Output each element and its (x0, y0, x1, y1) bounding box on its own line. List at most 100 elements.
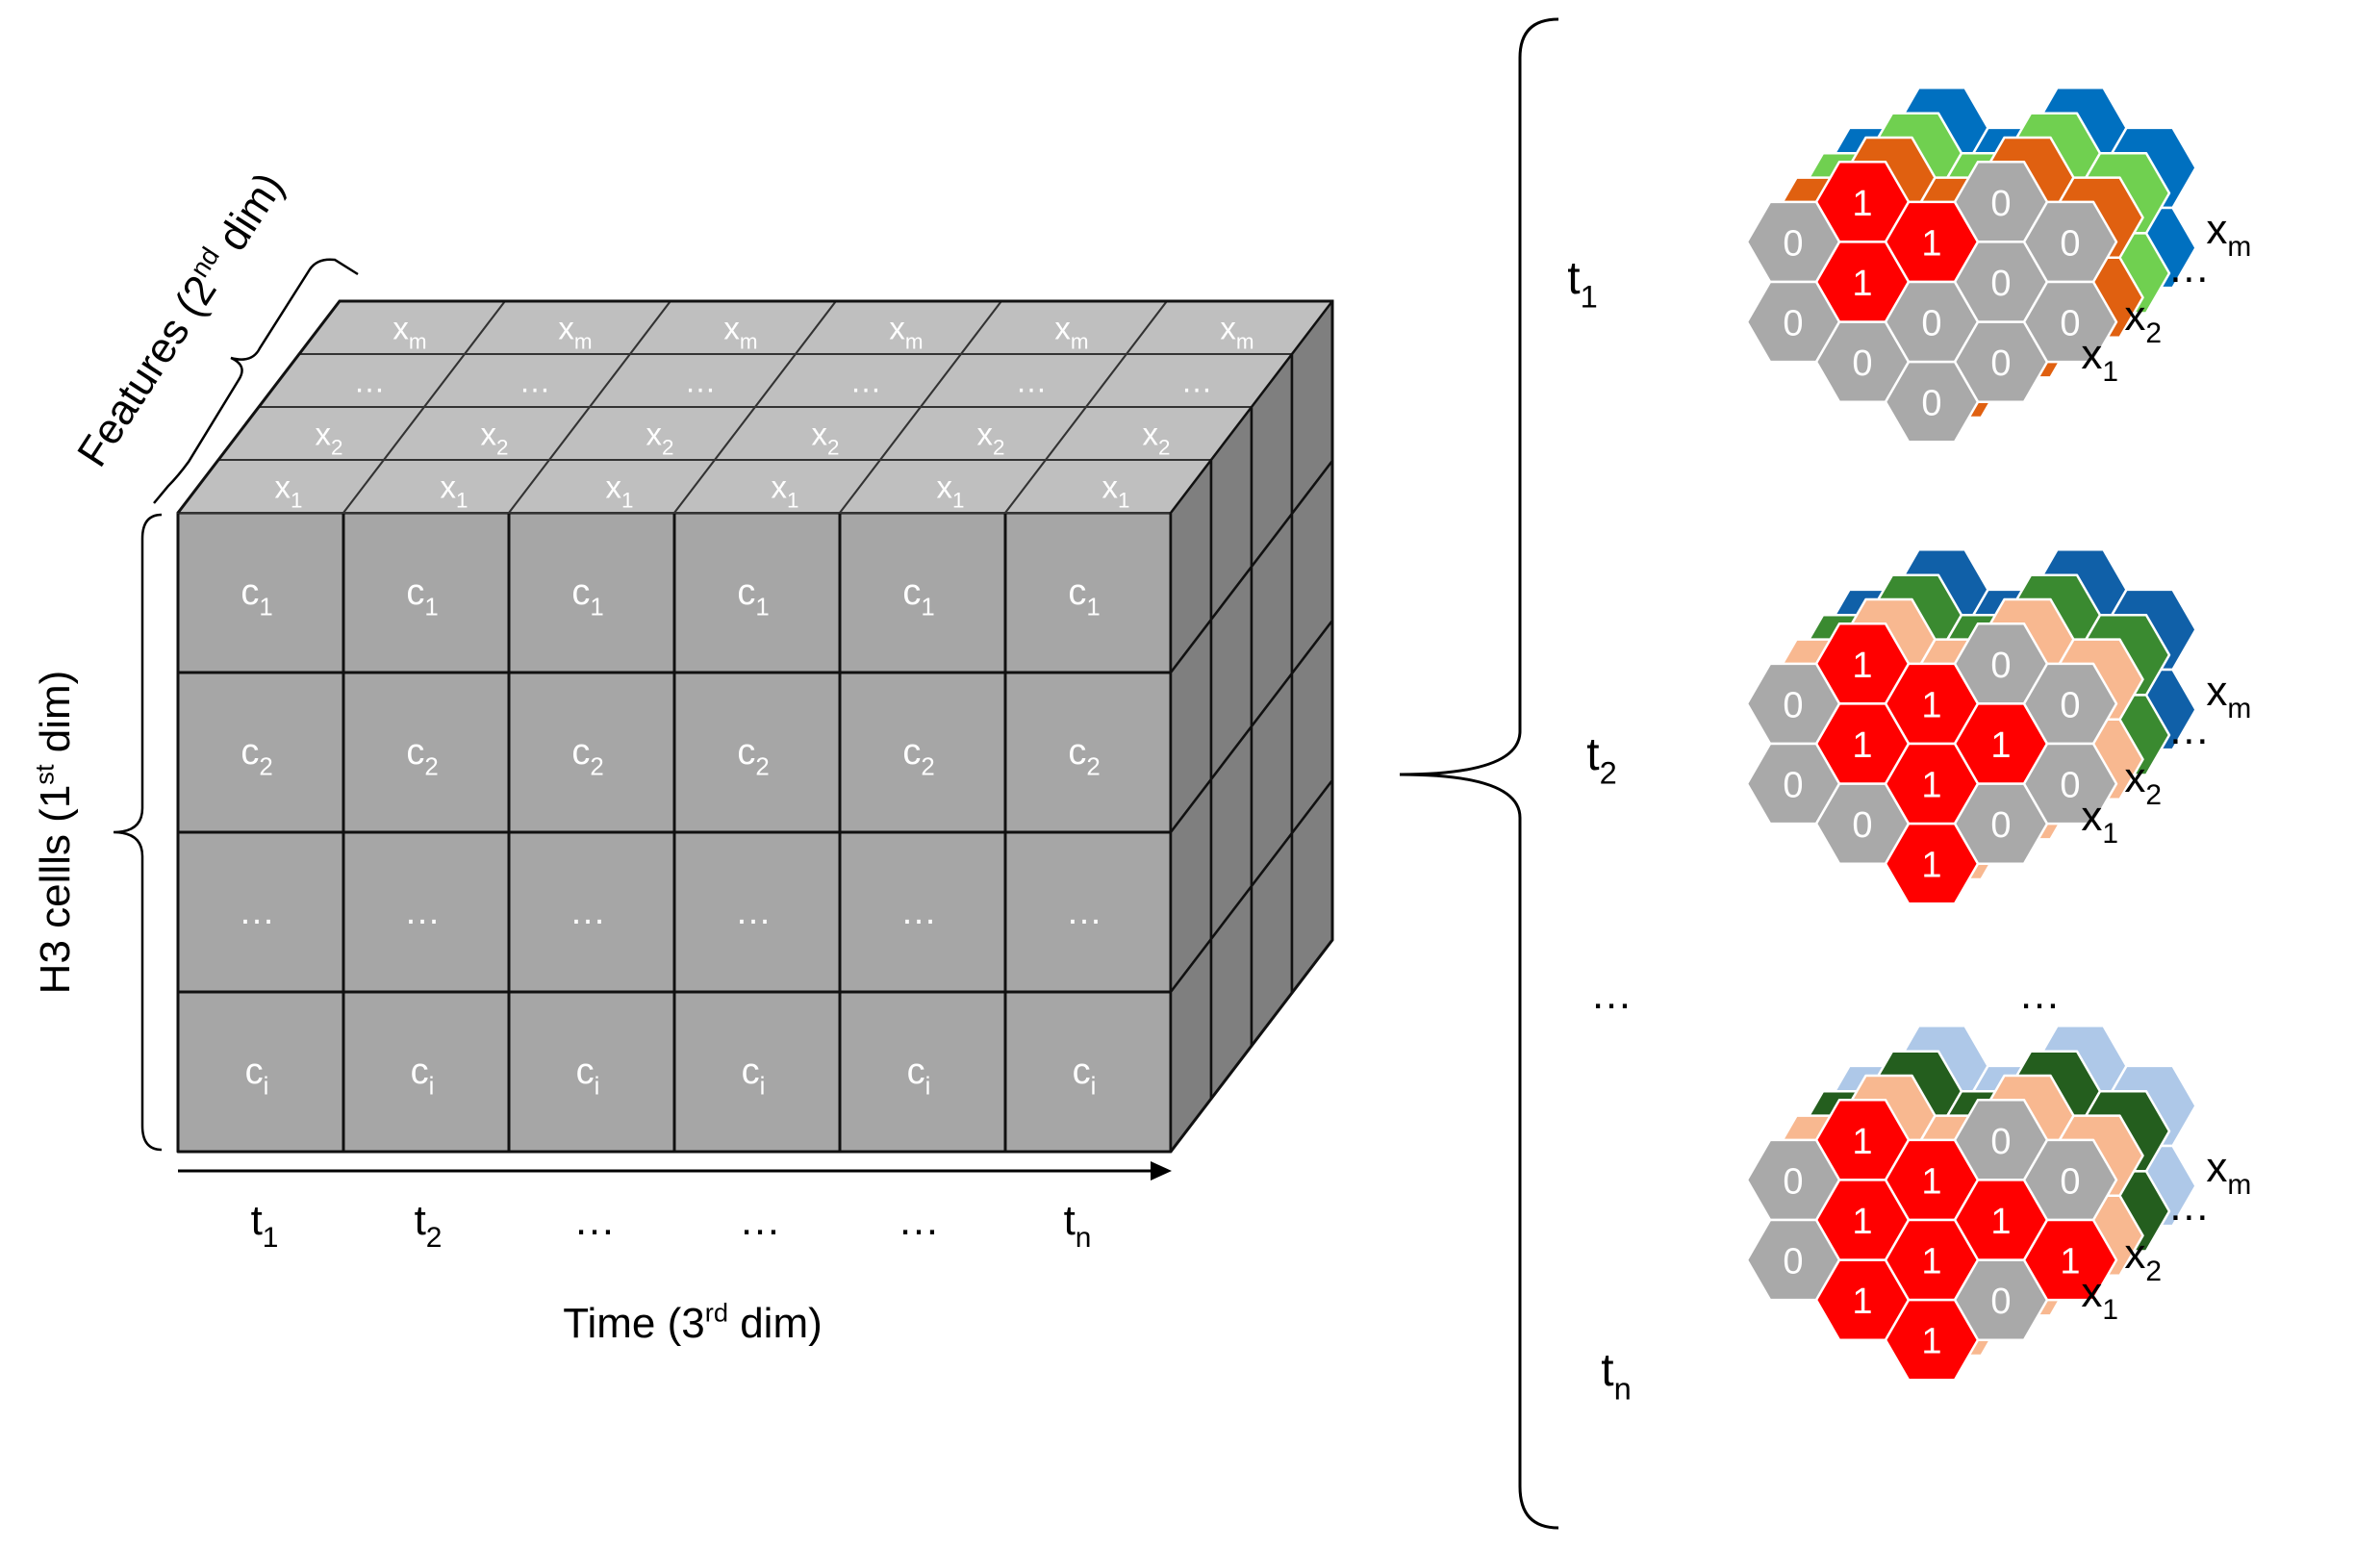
time-tick-label: … (739, 1197, 781, 1244)
cube-front-cell (342, 671, 511, 834)
feature-label: … (1016, 364, 1048, 399)
feature-label: … (685, 364, 717, 399)
feature-label: x2 (316, 417, 343, 460)
hex-cell (2022, 1218, 2118, 1302)
hex-value: 0 (1990, 1122, 2011, 1162)
cube-front-cell (176, 671, 345, 834)
cell-label: c1 (571, 572, 603, 621)
features-brace (153, 258, 359, 504)
feature-label: x1 (275, 470, 303, 513)
hex-value: 0 (1921, 384, 1941, 424)
hex-value: 0 (1783, 685, 1803, 725)
cells-brace (113, 513, 163, 1152)
feature-label: x1 (1102, 470, 1130, 513)
hex-value: 1 (1990, 725, 2011, 766)
cell-label: ci (576, 1052, 600, 1100)
cell-label: … (239, 892, 275, 932)
hex-value: 1 (1921, 846, 1941, 886)
feature-label: xm (1054, 311, 1088, 354)
layer-label-x2: x2 (2124, 1231, 2162, 1287)
feature-label: … (519, 364, 551, 399)
cell-label: c1 (737, 572, 769, 621)
cell-label: … (404, 892, 441, 932)
cell-label: ci (245, 1052, 269, 1100)
cell-label: c2 (241, 732, 272, 780)
hex-value: 1 (1921, 223, 1941, 264)
layer-label-xm: xm (2206, 1144, 2251, 1201)
hex-value: 0 (1852, 805, 1872, 846)
cell-label: … (900, 892, 937, 932)
layer-label-x1: x1 (2081, 1269, 2118, 1326)
hex-value: 1 (1852, 1282, 1872, 1322)
cell-label: ci (1073, 1052, 1097, 1100)
feature-label: … (1181, 364, 1213, 399)
hex-value: 0 (1783, 304, 1803, 344)
feature-label: … (354, 364, 386, 399)
cube-front-cell (672, 671, 842, 834)
hex-cell (1884, 822, 1980, 905)
time-gap-dots: … (1590, 971, 1633, 1018)
layer-label-x2: x2 (2124, 292, 2162, 349)
cube-outline (176, 299, 1334, 1153)
hex-value: 1 (2060, 1242, 2080, 1282)
cube-front-cell (342, 511, 511, 674)
hex-value: 0 (1990, 646, 2011, 686)
feature-label: x1 (937, 470, 965, 513)
hex-value: 0 (1783, 1161, 1803, 1202)
cell-label: c2 (571, 732, 603, 780)
hex-value: 1 (1921, 1242, 1941, 1282)
hex-value: 0 (2060, 766, 2080, 806)
hex-map-panels: 1110000000000xm…x2x1t11110100001010xm…x2… (1567, 87, 2251, 1406)
hex-value: 0 (2060, 685, 2080, 725)
cell-label: ci (742, 1052, 766, 1100)
hex-value: 0 (1990, 264, 2011, 304)
cell-label: c2 (902, 732, 934, 780)
cube-front-cell (838, 511, 1007, 674)
cube-front-cell (507, 671, 676, 834)
hex-value: 1 (1852, 184, 1872, 224)
time-axis-title: Time (3rd dim) (563, 1297, 823, 1347)
cell-label: c1 (902, 572, 934, 621)
layer-dots: … (2167, 244, 2210, 292)
feature-label: xm (1220, 311, 1253, 354)
hex-value: 0 (2060, 1161, 2080, 1202)
cube-front-cell (838, 671, 1007, 834)
hex-cell (2022, 280, 2118, 364)
hex-value: 0 (2060, 304, 2080, 344)
hex-value: 0 (1990, 1282, 2011, 1322)
time-tick-label: t2 (415, 1197, 443, 1254)
hex-value: 1 (1921, 766, 1941, 806)
hex-value: 0 (1990, 805, 2011, 846)
time-tick-label: t1 (251, 1197, 279, 1254)
time-slice-brace (1399, 17, 1559, 1530)
panel-time-label: t2 (1586, 729, 1617, 790)
layer-label-x1: x1 (2081, 331, 2118, 388)
cube-front-cell (1003, 511, 1173, 674)
layer-label-xm: xm (2206, 206, 2251, 263)
hex-cell (1884, 360, 1980, 444)
hex-value: 1 (1852, 1202, 1872, 1242)
feature-label: x2 (812, 417, 840, 460)
feature-label: xm (392, 311, 426, 354)
hex-value: 1 (1852, 646, 1872, 686)
time-tick-label: … (898, 1197, 940, 1244)
hex-value: 1 (1852, 725, 1872, 766)
hex-value: 0 (1783, 223, 1803, 264)
hex-value: 0 (1783, 1242, 1803, 1282)
hex-value: 0 (1990, 343, 2011, 384)
cube-front-cell (672, 511, 842, 674)
hex-value: 1 (1990, 1202, 2011, 1242)
feature-label: xm (558, 311, 592, 354)
layer-label-xm: xm (2206, 668, 2251, 724)
hex-value: 0 (1921, 304, 1941, 344)
feature-label: x2 (1143, 417, 1171, 460)
hex-value: 1 (1921, 1322, 1941, 1362)
panel-time-label: tn (1601, 1345, 1632, 1406)
cell-label: ci (907, 1052, 931, 1100)
feature-label: x1 (772, 470, 799, 513)
